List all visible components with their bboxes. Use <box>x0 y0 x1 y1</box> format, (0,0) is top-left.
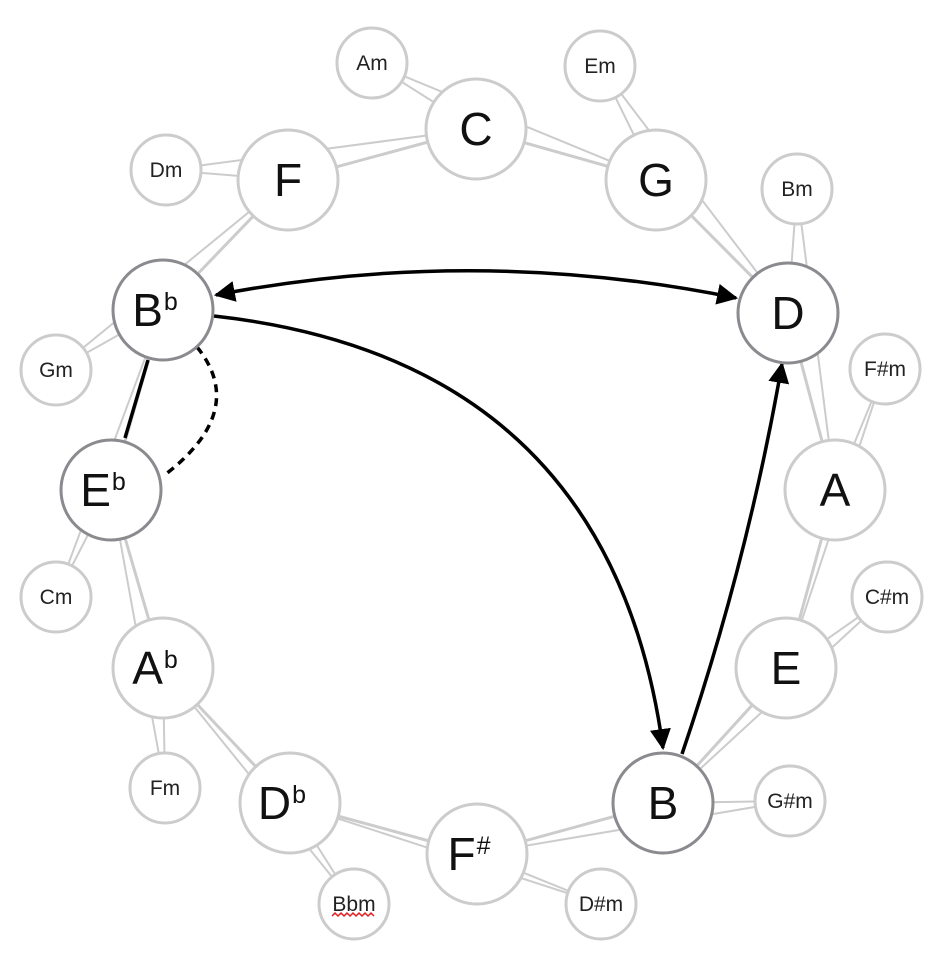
major-key-root: B <box>132 284 163 336</box>
major-key-root: E <box>771 642 802 694</box>
major-key-node-Bb: Bb <box>111 258 215 362</box>
major-key-node-Fs: F# <box>425 802 529 906</box>
major-key-node-B: B <box>611 751 715 855</box>
major-key-circle <box>236 128 340 232</box>
minor-key-node-Dm: Dm <box>129 133 203 207</box>
major-key-label: D <box>771 287 804 339</box>
major-key-circle <box>424 77 528 181</box>
minor-key-node-Dsm: D#m <box>564 867 638 941</box>
major-key-node-C: C <box>424 77 528 181</box>
major-key-circle <box>111 258 215 362</box>
minor-key-label: Em <box>584 55 616 78</box>
minor-key-label: Am <box>356 52 388 75</box>
major-key-circle <box>611 751 715 855</box>
major-key-root: E <box>80 464 111 516</box>
modulation-arrows <box>123 268 790 755</box>
major-key-root: B <box>648 777 679 829</box>
minor-key-circle <box>19 560 93 634</box>
relation-Bb-Eb-solid <box>123 359 150 439</box>
minor-key-node-Cm: Cm <box>19 560 93 634</box>
major-key-node-F: F <box>236 128 340 232</box>
major-key-label: Bb <box>132 284 178 336</box>
major-key-accidental: b <box>164 288 178 316</box>
major-key-label: C <box>459 103 492 155</box>
minor-key-node-Fsm: F#m <box>848 332 922 406</box>
minor-key-label: Dm <box>150 159 183 182</box>
major-key-root: C <box>459 103 492 155</box>
major-key-circle <box>604 128 708 232</box>
minor-key-label: Bm <box>781 178 813 201</box>
minor-key-label: Fm <box>150 777 180 800</box>
major-key-label: G <box>638 154 674 206</box>
major-key-label: Ab <box>132 642 178 694</box>
major-key-circle <box>59 438 163 542</box>
major-key-node-A: A <box>783 438 887 542</box>
minor-key-label: G#m <box>767 790 813 813</box>
minor-key-circle <box>335 26 409 100</box>
minor-key-circle <box>128 751 202 825</box>
major-key-node-G: G <box>604 128 708 232</box>
relation-Bb-Eb-dashed <box>164 345 219 476</box>
minor-key-circle <box>850 560 924 634</box>
major-key-circle <box>238 751 342 855</box>
major-key-label: E <box>771 642 802 694</box>
major-key-label: Db <box>258 777 306 829</box>
minor-key-circle <box>129 133 203 207</box>
spellcheck-underline <box>331 911 375 918</box>
relation-Bb-D-arrow-both <box>213 268 739 305</box>
major-key-node-Ab: Ab <box>111 616 215 720</box>
minor-key-label: Bbm <box>332 893 375 916</box>
major-key-node-Db: Db <box>238 751 342 855</box>
major-key-accidental: b <box>112 468 126 496</box>
minor-key-node-Bm: Bm <box>760 152 834 226</box>
major-key-label: Eb <box>80 464 126 516</box>
major-key-circle <box>111 616 215 720</box>
major-key-node-Eb: Eb <box>59 438 163 542</box>
major-key-circle <box>734 616 838 720</box>
minor-key-circle <box>760 152 834 226</box>
major-key-root: F <box>274 154 302 206</box>
major-key-root: G <box>638 154 674 206</box>
relation-B-D-arrow-end <box>680 361 790 755</box>
minor-key-circle <box>753 764 827 838</box>
minor-key-node-Em: Em <box>563 29 637 103</box>
minor-key-label: D#m <box>579 893 623 916</box>
minor-key-node-Gsm: G#m <box>753 764 827 838</box>
minor-key-label: Cm <box>40 586 73 609</box>
major-key-label: F# <box>447 828 490 880</box>
minor-key-node-Am: Am <box>335 26 409 100</box>
major-key-root: D <box>771 287 804 339</box>
minor-key-node-Bbm: Bbm <box>317 867 391 941</box>
major-key-accidental: # <box>477 832 491 860</box>
major-key-accidental: b <box>292 781 306 809</box>
major-key-root: A <box>820 464 851 516</box>
minor-key-circle <box>848 332 922 406</box>
major-key-circle <box>736 261 840 365</box>
major-key-label: B <box>648 777 679 829</box>
major-key-accidental: b <box>164 646 178 674</box>
major-key-circle <box>425 802 529 906</box>
relation-Bb-B-arrow-end <box>213 314 671 751</box>
minor-key-circle <box>563 29 637 103</box>
minor-key-label: C#m <box>865 586 909 609</box>
minor-key-circle <box>564 867 638 941</box>
major-key-node-E: E <box>734 616 838 720</box>
minor-key-label: Gm <box>39 359 73 382</box>
major-key-root: D <box>258 777 291 829</box>
minor-key-node-Csm: C#m <box>850 560 924 634</box>
minor-key-circle <box>19 333 93 407</box>
major-key-circle <box>783 438 887 542</box>
minor-key-circle <box>317 867 391 941</box>
major-key-root: F <box>447 828 475 880</box>
major-key-node-D: D <box>736 261 840 365</box>
minor-key-node-Fm: Fm <box>128 751 202 825</box>
major-key-label: F <box>274 154 302 206</box>
major-key-label: A <box>820 464 851 516</box>
minor-key-label: F#m <box>864 358 906 381</box>
major-key-root: A <box>132 642 163 694</box>
minor-key-node-Gm: Gm <box>19 333 93 407</box>
